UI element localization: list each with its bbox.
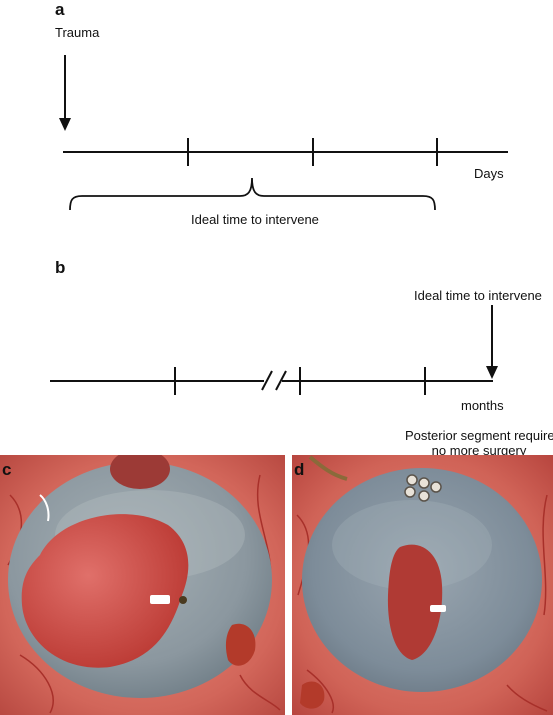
intervene-arrow-head xyxy=(486,366,498,379)
panel-b-arrow-caption: Ideal time to intervene xyxy=(414,288,542,303)
panel-c-eye-illustration xyxy=(0,455,285,715)
panel-a-timeline xyxy=(59,55,508,211)
panel-a-brace-caption: Ideal time to intervene xyxy=(191,212,319,227)
panel-c-iridectomy xyxy=(110,455,170,489)
panel-b-timeline xyxy=(50,305,498,395)
panel-d-implant-ring-5 xyxy=(418,490,430,502)
panel-d-implant-ring-3 xyxy=(430,481,442,493)
panel-c-implant-reflection xyxy=(150,595,170,604)
panel-c-pupil xyxy=(21,514,189,668)
panel-c-hemorrhage xyxy=(225,623,256,666)
panel-c-letter: c xyxy=(2,460,12,479)
panel-c-implant-dot xyxy=(179,596,187,604)
panel-d-implant-ring-4 xyxy=(404,486,416,498)
panel-d-lash-artifact xyxy=(308,455,348,481)
panel-b-axis-unit: months xyxy=(461,398,504,413)
panel-d-letter: d xyxy=(294,460,305,479)
panel-d-eye-illustration xyxy=(292,455,553,715)
panel-c-suture xyxy=(39,494,50,522)
panel-b-letter: b xyxy=(55,258,66,277)
panel-b-note-line2: no more surgery xyxy=(431,443,527,458)
panel-d-implant-rings xyxy=(404,474,442,502)
panel-d-implant-ring-1 xyxy=(406,474,418,486)
panel-d-implant-ring-2 xyxy=(418,477,430,489)
panel-a-brace xyxy=(69,177,436,211)
panel-b-note: Posterior segment requires no more surge… xyxy=(405,428,553,458)
panel-b-axis-break-2 xyxy=(275,370,287,391)
panel-a-letter: a xyxy=(55,0,65,19)
trauma-arrow-head xyxy=(59,118,71,131)
panel-c-eye-photo xyxy=(0,455,285,715)
panel-d-implant-reflection xyxy=(430,605,446,612)
panel-b-axis-break-1 xyxy=(261,370,273,391)
panel-d-pupil xyxy=(387,544,443,660)
panel-b-note-line1: Posterior segment requires xyxy=(405,428,553,443)
trauma-label: Trauma xyxy=(55,25,100,40)
panel-d-eye-photo xyxy=(292,455,553,715)
timeline-diagrams xyxy=(50,55,508,395)
panel-d-hemorrhage xyxy=(300,681,325,709)
panel-a-axis-unit: Days xyxy=(474,166,504,181)
